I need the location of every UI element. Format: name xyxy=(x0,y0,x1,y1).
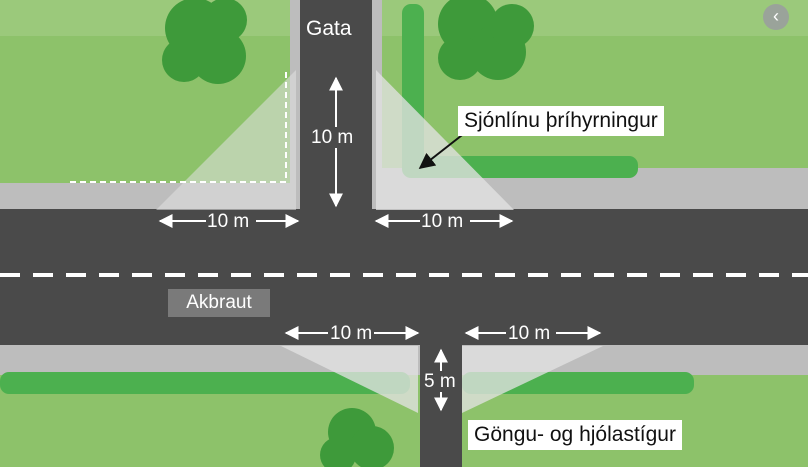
dim-label-top-right: 10 m xyxy=(421,211,464,232)
dim-label-bottom-right: 10 m xyxy=(508,323,551,344)
back-button[interactable]: ‹ xyxy=(763,4,789,30)
path-callout: Göngu- og hjólastígur xyxy=(468,420,682,451)
sight-triangle-callout: Sjónlínu þríhyrningur xyxy=(458,106,664,137)
sight-triangle-top-right xyxy=(376,70,514,210)
sight-triangle-bottom-left xyxy=(281,346,418,413)
sight-triangle-outline xyxy=(70,72,287,183)
tree-top-right xyxy=(438,0,534,80)
dim-label-top-left: 10 m xyxy=(207,211,250,232)
callout-arrow xyxy=(418,131,467,169)
dim-label-bottom-vertical: 5 m xyxy=(424,371,456,392)
hedge-bottom-left xyxy=(0,372,410,394)
chevron-left-icon: ‹ xyxy=(773,6,779,26)
tree-top-left xyxy=(162,0,247,84)
dim-label-bottom-left: 10 m xyxy=(330,323,373,344)
side-street-label: Gata xyxy=(306,17,352,40)
dim-label-top-vertical: 10 m xyxy=(311,127,354,148)
tree-bottom xyxy=(320,408,394,467)
main-road-label: Akbraut xyxy=(168,289,270,317)
sight-triangle-top-left xyxy=(156,70,296,210)
sight-triangle-bottom-right xyxy=(462,346,603,413)
